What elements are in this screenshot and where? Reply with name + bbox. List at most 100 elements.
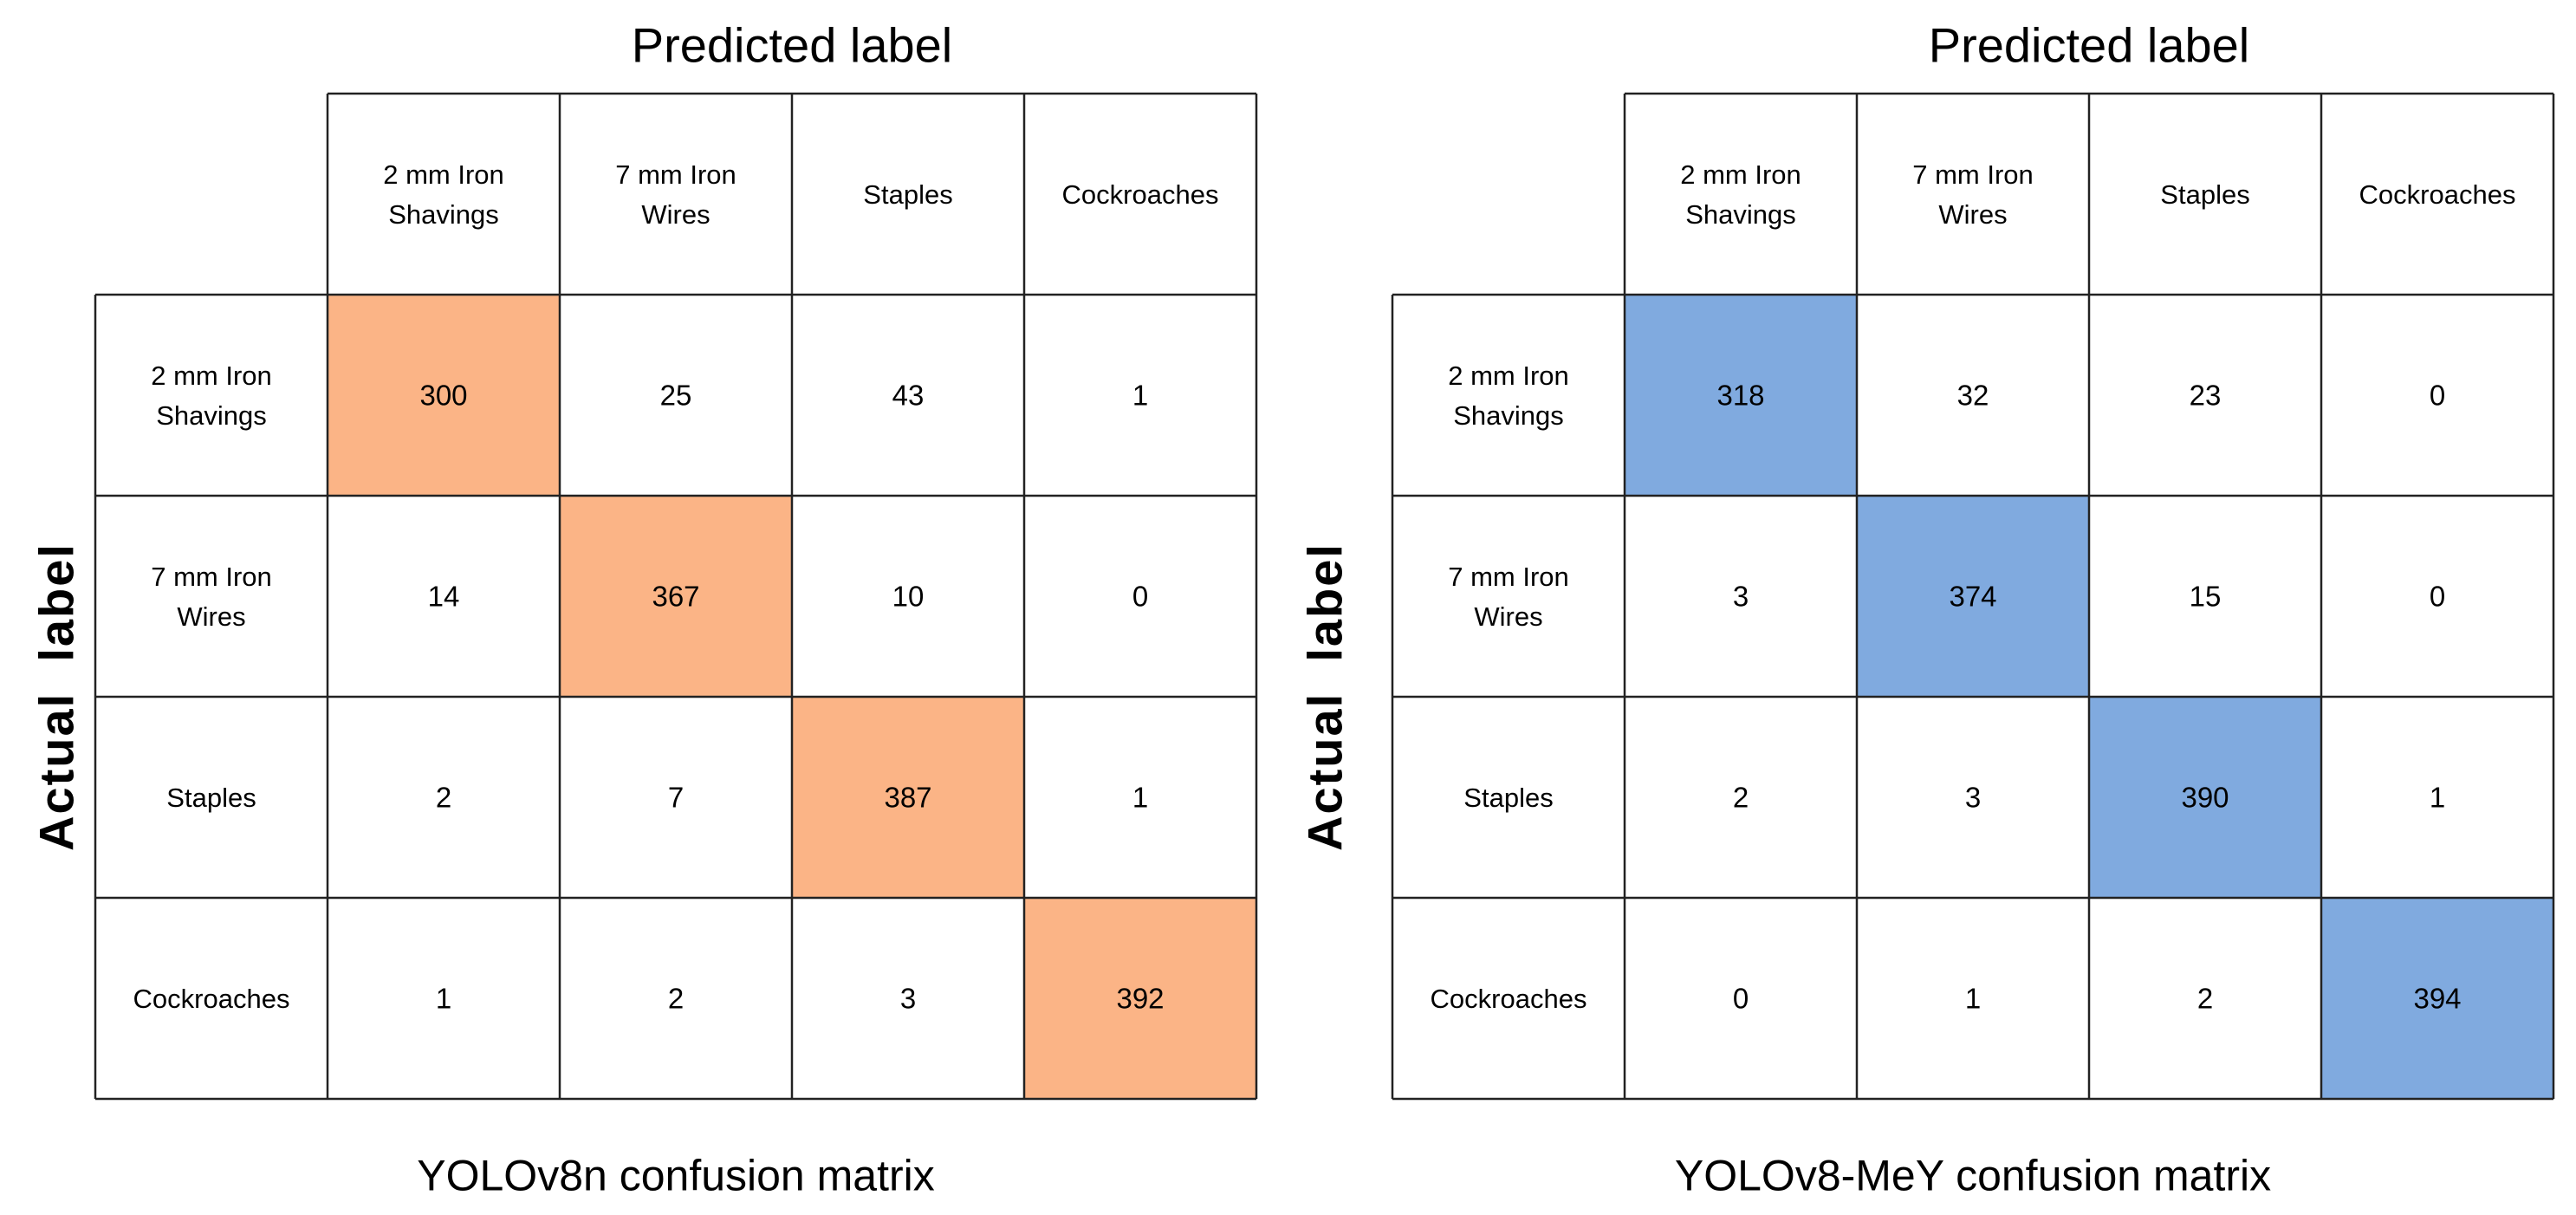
chart-title-line: YOLOv8n confusion matrix <box>417 1152 935 1200</box>
diagonal-cell-fill <box>328 295 560 496</box>
cell-value-line: 1 <box>1132 380 1148 412</box>
cell-value-diagonal: 392 <box>1116 983 1164 1015</box>
row-header-line: Wires <box>1474 601 1542 632</box>
cell-value-line: 0 <box>2430 581 2445 613</box>
cell-value: 32 <box>1957 380 1989 412</box>
column-header-line: Shavings <box>1685 199 1796 230</box>
row-header: Cockroaches <box>133 984 290 1014</box>
cell-value: 2 <box>436 782 451 814</box>
cell-value-line: 1 <box>1132 782 1148 814</box>
cell-value-line: 14 <box>428 581 460 613</box>
cell-value-diagonal-line: 318 <box>1716 380 1764 412</box>
cell-value: 1 <box>1132 782 1148 814</box>
cell-value-line: 1 <box>436 983 451 1015</box>
cell-value-line: 2 <box>2197 983 2213 1015</box>
diagonal-cell-fill <box>792 697 1024 898</box>
column-header-line: Shavings <box>388 199 499 230</box>
cell-value: 15 <box>2190 581 2222 613</box>
column-header-line: 2 mm Iron <box>383 159 504 190</box>
column-header-line: 7 mm Iron <box>615 159 736 190</box>
diagonal-cell-fill <box>2321 898 2553 1099</box>
row-header-line: Shavings <box>156 400 267 431</box>
cell-value-line: 7 <box>668 782 684 814</box>
chart-title: YOLOv8-MeY confusion matrix <box>1675 1152 2271 1200</box>
cell-value-line: 25 <box>660 380 692 412</box>
cell-value: 43 <box>892 380 925 412</box>
row-header-line: 2 mm Iron <box>1448 361 1569 391</box>
column-header-line: Cockroaches <box>2359 179 2516 210</box>
diagonal-cell-fill <box>1024 898 1256 1099</box>
diagonal-cell-fill <box>560 496 792 697</box>
cell-value: 1 <box>436 983 451 1015</box>
cell-value: 1 <box>1965 983 1981 1015</box>
x-axis-label-line: Predicted label <box>632 18 952 73</box>
y-axis-label: Actual label <box>1298 543 1353 851</box>
column-header-line: Cockroaches <box>1062 179 1219 210</box>
cell-value-line: 3 <box>1733 581 1749 613</box>
cell-value-line: 0 <box>2430 380 2445 412</box>
x-axis-label-line: Predicted label <box>1929 18 2249 73</box>
row-header-line: 7 mm Iron <box>151 562 272 592</box>
row-header-line: 7 mm Iron <box>1448 562 1569 592</box>
cell-value-line: 2 <box>436 782 451 814</box>
diagonal-cell-fill <box>2089 697 2321 898</box>
row-header-line: Shavings <box>1453 400 1564 431</box>
cell-value-line: 0 <box>1733 983 1749 1015</box>
diagonal-cell-fill <box>1625 295 1857 496</box>
column-header-line: Wires <box>641 199 710 230</box>
cell-value-line: 43 <box>892 380 925 412</box>
cell-value-diagonal-line: 392 <box>1116 983 1164 1015</box>
cell-value-line: 23 <box>2190 380 2222 412</box>
cell-value: 3 <box>1965 782 1981 814</box>
cell-value: 3 <box>1733 581 1749 613</box>
cell-value-line: 1 <box>1965 983 1981 1015</box>
cell-value: 0 <box>1733 983 1749 1015</box>
cell-value: 10 <box>892 581 925 613</box>
column-header-line: 7 mm Iron <box>1912 159 2034 190</box>
column-header-line: Staples <box>2160 179 2249 210</box>
chart-title-line: YOLOv8-MeY confusion matrix <box>1675 1152 2271 1200</box>
cell-value: 0 <box>1132 581 1148 613</box>
cell-value: 1 <box>2430 782 2445 814</box>
row-header-line: Cockroaches <box>1431 984 1587 1014</box>
column-header-line: Staples <box>863 179 952 210</box>
cell-value-diagonal: 367 <box>652 581 699 613</box>
row-header-line: 2 mm Iron <box>151 361 272 391</box>
column-header: Cockroaches <box>1062 179 1219 210</box>
cell-value-diagonal-line: 374 <box>1949 581 1996 613</box>
cell-value-diagonal: 390 <box>2181 782 2229 814</box>
cell-value-line: 3 <box>900 983 916 1015</box>
cell-value-line: 2 <box>1733 782 1749 814</box>
cell-value-diagonal-line: 367 <box>652 581 699 613</box>
x-axis-label: Predicted label <box>632 18 952 73</box>
cell-value: 7 <box>668 782 684 814</box>
cell-value: 1 <box>1132 380 1148 412</box>
cell-value-line: 1 <box>2430 782 2445 814</box>
cell-value: 25 <box>660 380 692 412</box>
cell-value: 0 <box>2430 380 2445 412</box>
cell-value: 23 <box>2190 380 2222 412</box>
cell-value-diagonal: 387 <box>884 782 931 814</box>
cell-value-line: 3 <box>1965 782 1981 814</box>
cell-value: 2 <box>2197 983 2213 1015</box>
column-header: Staples <box>863 179 952 210</box>
cell-value-diagonal-line: 300 <box>419 380 467 412</box>
cell-value-diagonal: 374 <box>1949 581 1996 613</box>
y-axis-label: Actual label <box>29 543 84 851</box>
cell-value-line: 15 <box>2190 581 2222 613</box>
cell-value-diagonal-line: 394 <box>2413 983 2461 1015</box>
row-header: Cockroaches <box>1431 984 1587 1014</box>
cell-value: 2 <box>1733 782 1749 814</box>
row-header: Staples <box>166 783 256 813</box>
column-header: Staples <box>2160 179 2249 210</box>
